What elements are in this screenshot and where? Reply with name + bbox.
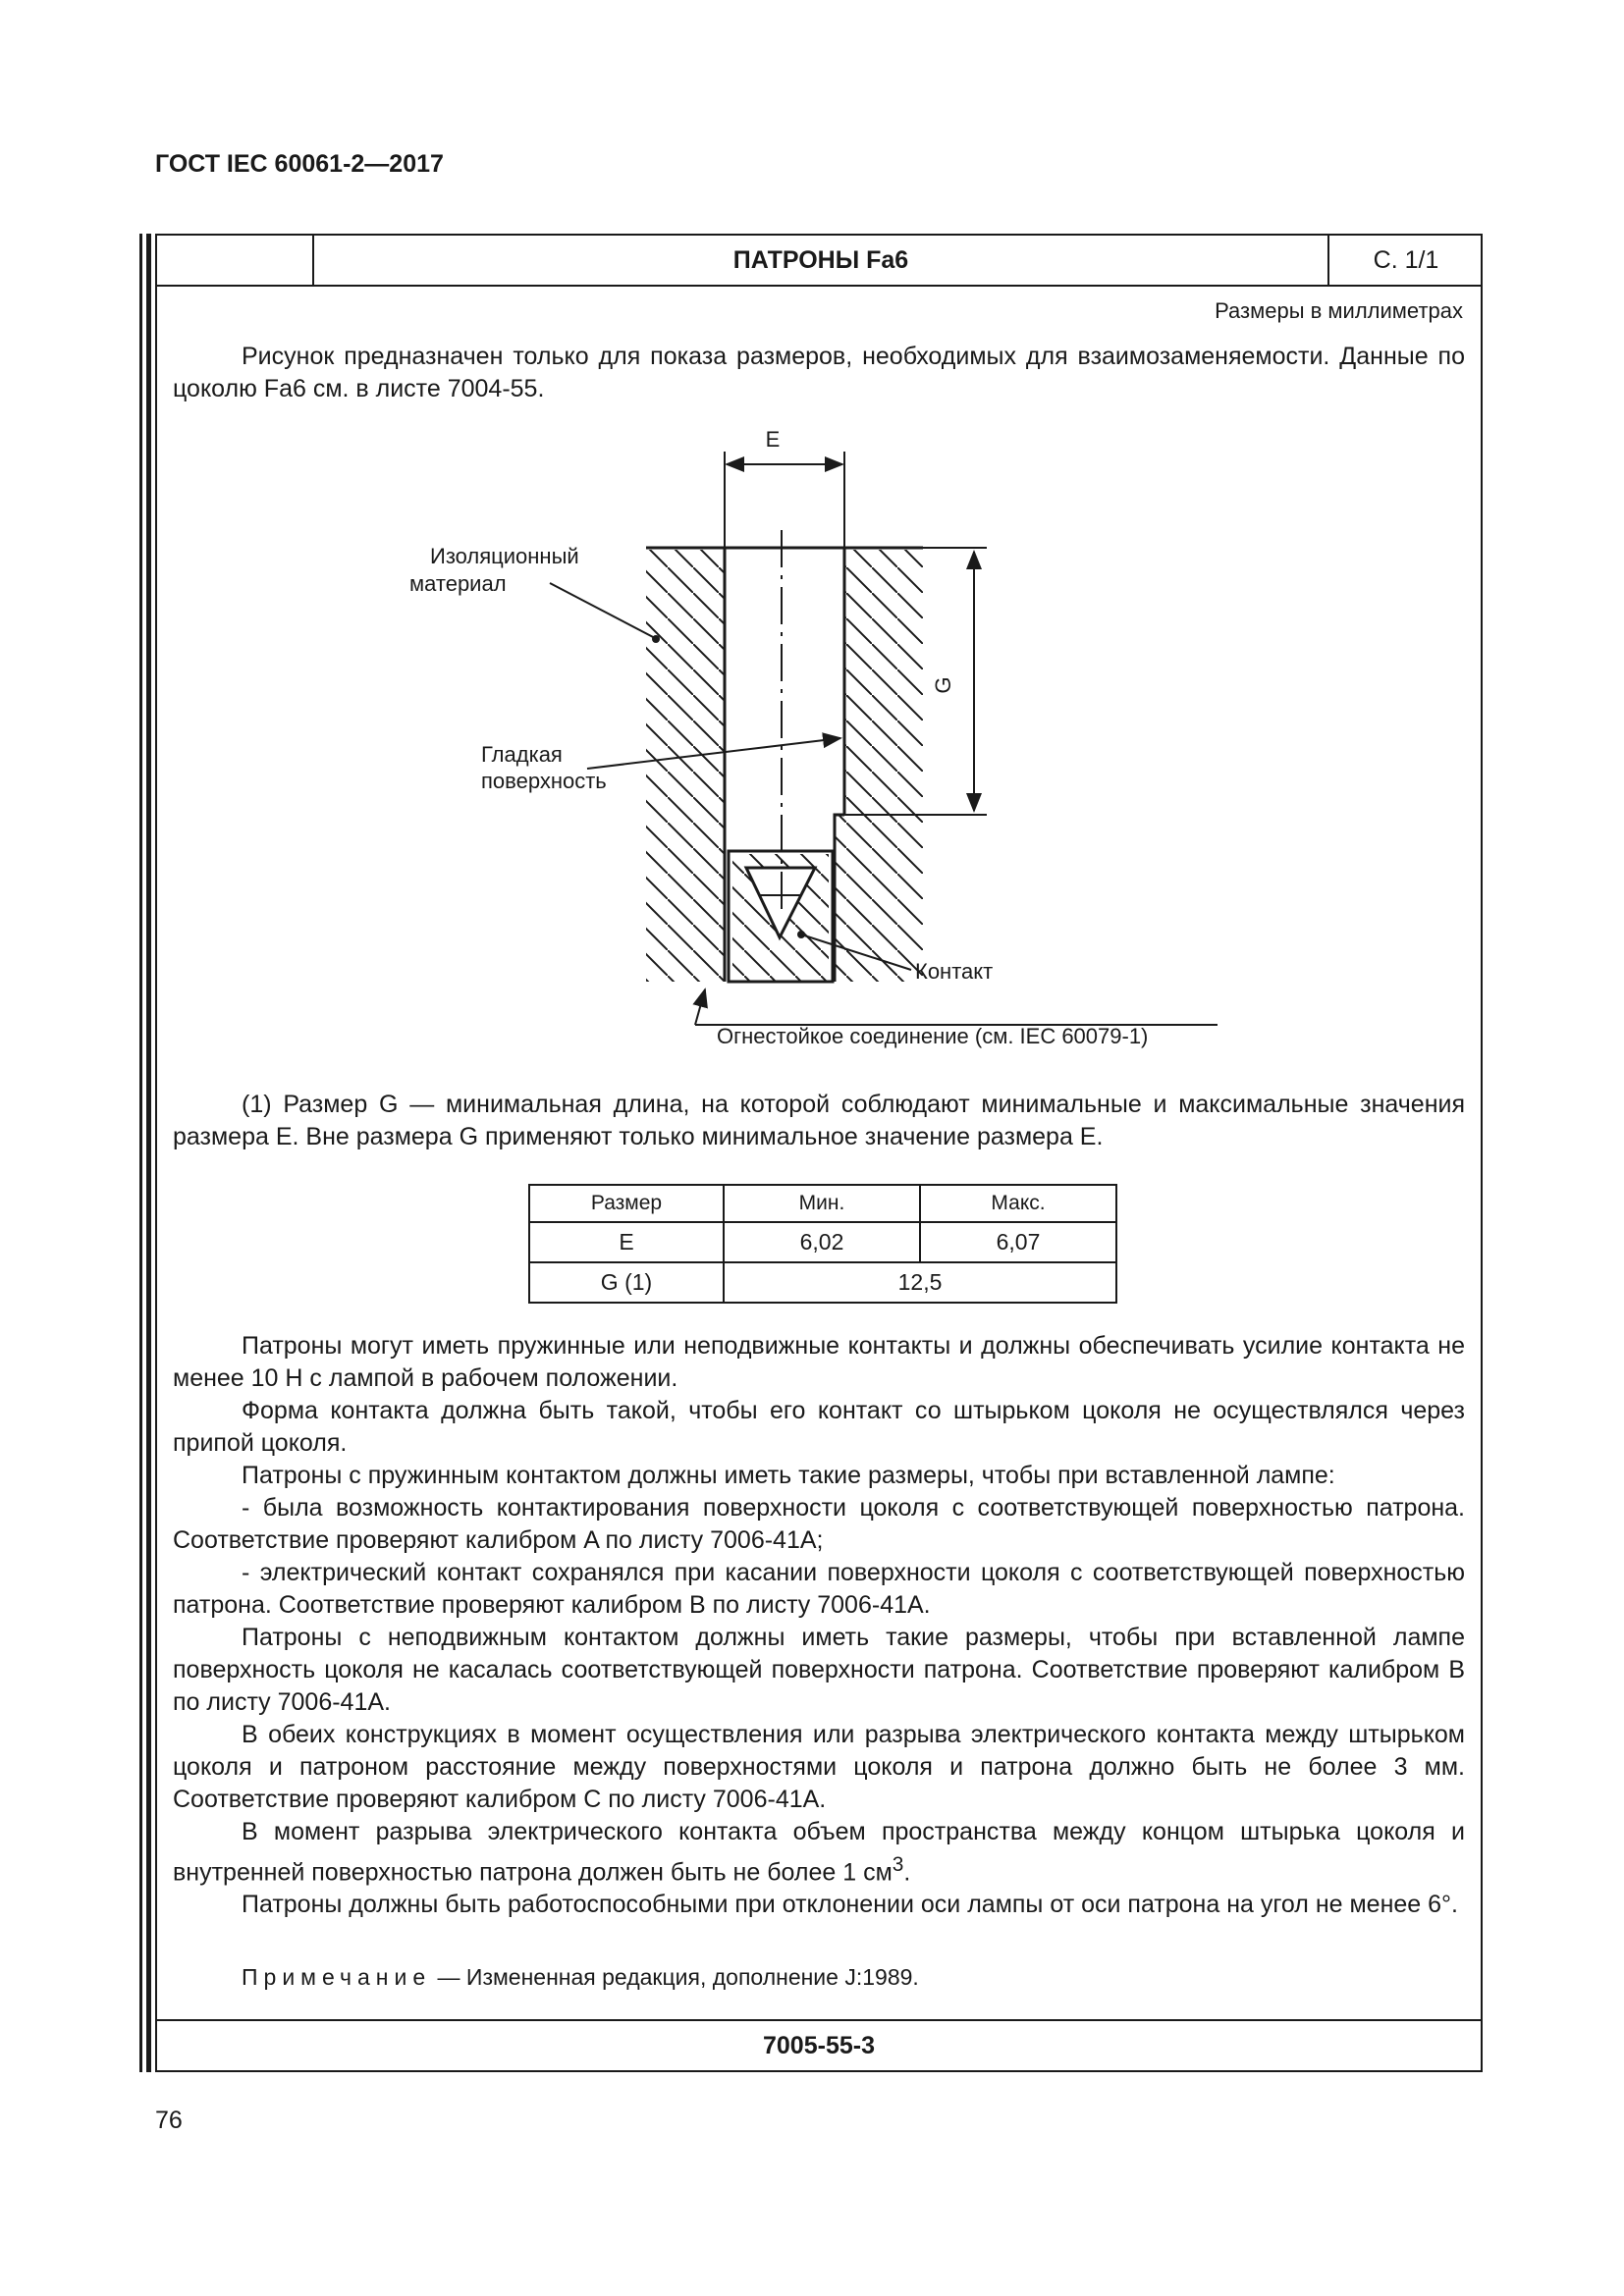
label-g: G [931, 676, 955, 693]
label-e: E [766, 427, 781, 452]
volume-superscript: 3 [892, 1853, 904, 1876]
insulation-dot [652, 635, 660, 643]
label-smooth-2: поверхность [481, 769, 607, 793]
paragraph: Форма контакта должна быть такой, чтобы … [173, 1397, 1465, 1457]
sheet-header: ПАТРОНЫ Fa6 С. 1/1 [157, 236, 1481, 287]
dimensions-table: Размер Мин. Макс. E 6,02 6,07 G (1) 12,5 [528, 1184, 1117, 1304]
col-min: Мин. [723, 1184, 921, 1223]
standard-designation: ГОСТ IEC 60061-2—2017 [155, 150, 444, 178]
table-row: E 6,02 6,07 [528, 1221, 1117, 1263]
paragraph: Патроны должны быть работоспособными при… [242, 1891, 1458, 1919]
contact-outline [727, 849, 835, 984]
paragraph: - электрический контакт сохранялся при к… [173, 1559, 1465, 1619]
paragraph: В момент разрыва электрического контакта… [173, 1816, 1465, 1889]
label-insulation-2: материал [409, 571, 507, 596]
right-wall-lower [835, 815, 923, 982]
sheet-title: ПАТРОНЫ Fa6 [314, 236, 1329, 285]
paragraph: Патроны с пружинным контактом должны име… [242, 1462, 1335, 1489]
label-contact: Контакт [915, 959, 993, 984]
sheet-frame: ПАТРОНЫ Fa6 С. 1/1 Размеры в миллиметрах… [155, 234, 1483, 2072]
volume-end: . [903, 1858, 911, 1887]
smooth-leader [586, 732, 842, 770]
cell-value: 12,5 [723, 1261, 1117, 1304]
contact-body [732, 854, 829, 982]
units-note: Размеры в миллиметрах [1215, 298, 1463, 323]
paragraph: Патроны могут иметь пружинные или неподв… [173, 1332, 1465, 1392]
footnote-text: (1) Размер G — минимальная длина, на кот… [173, 1091, 1465, 1150]
bore-step [833, 813, 844, 982]
intro-text: Рисунок предназначен только для показа р… [173, 343, 1465, 402]
fireproof-leader [692, 988, 708, 1026]
sheet-page: С. 1/1 [1373, 246, 1439, 274]
margin-bar-inner [146, 234, 151, 2072]
contact-leader [800, 934, 912, 971]
paragraph: В обеих конструкциях в момент осуществле… [173, 1721, 1465, 1813]
paragraph: - была возможность контактирования повер… [173, 1494, 1465, 1554]
cell-min: 6,02 [723, 1221, 921, 1263]
label-insulation-1: Изоляционный [430, 544, 579, 568]
cell-size: E [528, 1221, 725, 1263]
requirements-text: Патроны могут иметь пружинные или неподв… [173, 1330, 1465, 1921]
right-wall-upper [844, 550, 923, 815]
intro-paragraph: Рисунок предназначен только для показа р… [173, 341, 1465, 405]
socket-drawing: E G Изоляционный материал Гладкая поверх… [409, 427, 1218, 1048]
note-text: — Измененная редакция, дополнение J:1989… [431, 1964, 919, 1990]
cell-size: G (1) [528, 1261, 725, 1304]
volume-text: В момент разрыва электрического контакта… [173, 1818, 1465, 1887]
table-header-row: Размер Мин. Макс. [528, 1184, 1117, 1223]
cell-max: 6,07 [919, 1221, 1117, 1263]
page-number: 76 [155, 2107, 183, 2134]
label-smooth-1: Гладкая [481, 742, 563, 767]
label-fireproof: Огнестойкое соединение (см. IEC 60079-1) [717, 1024, 1148, 1048]
note: Примечание — Измененная редакция, дополн… [242, 1964, 919, 1991]
col-size: Размер [528, 1184, 725, 1223]
table-row: G (1) 12,5 [528, 1261, 1117, 1304]
col-max: Макс. [919, 1184, 1117, 1223]
note-label: Примечание [242, 1964, 432, 1990]
header-empty-cell [157, 236, 314, 285]
margin-bar-outer [139, 234, 142, 2072]
sheet-footer: 7005-55-3 [157, 2019, 1481, 2070]
paragraph: Патроны с неподвижным контактом должны и… [173, 1624, 1465, 1716]
footnote-paragraph: (1) Размер G — минимальная длина, на кот… [173, 1089, 1465, 1153]
left-wall [646, 550, 725, 982]
insulation-leader [549, 582, 656, 639]
